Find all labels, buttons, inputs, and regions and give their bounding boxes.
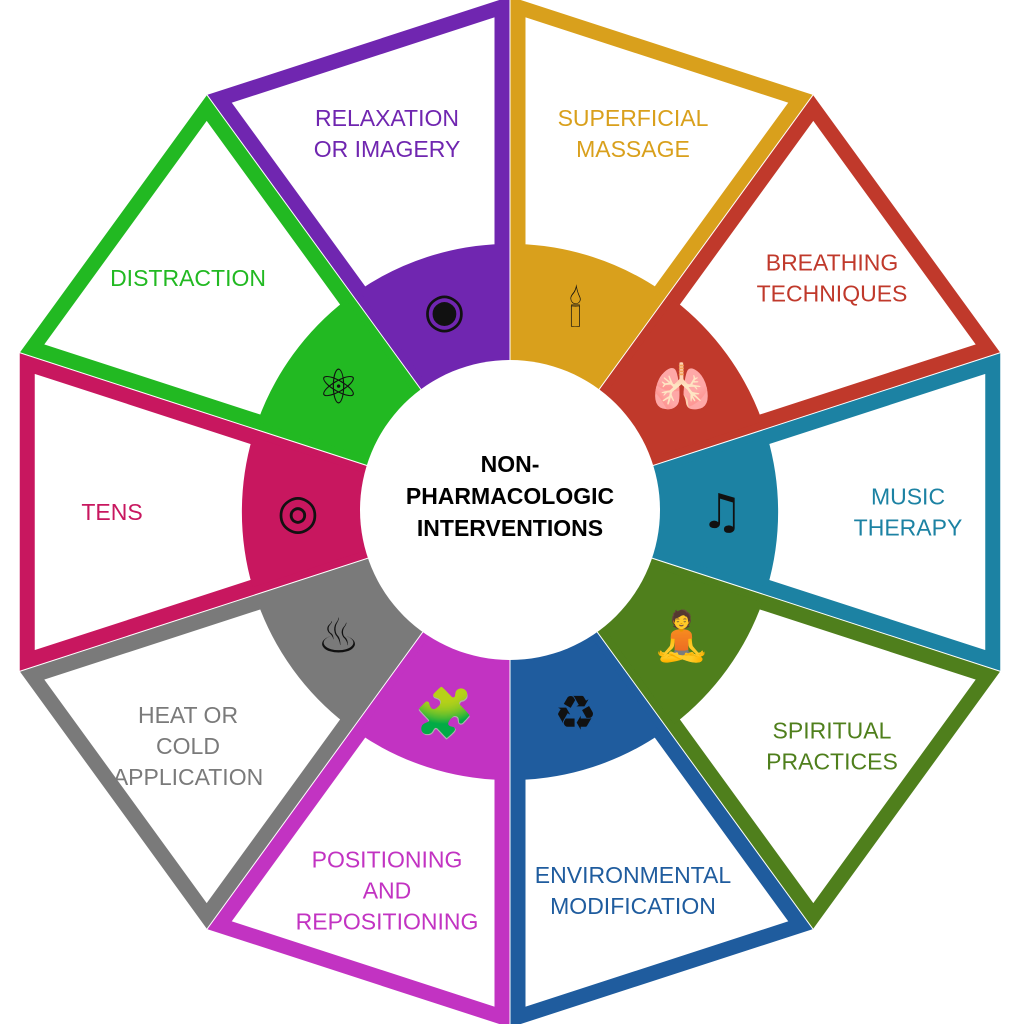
segment-label-line: TENS <box>81 499 142 525</box>
center-title-line-2: PHARMACOLOGIC <box>406 483 614 509</box>
segment-label-line: HEAT OR <box>138 702 238 728</box>
segment-ring <box>655 436 779 588</box>
segment-ring <box>518 244 662 386</box>
segment-label-line: TECHNIQUES <box>757 281 908 307</box>
segment-positioning-and-repositioning: 🧩 POSITIONING AND REPOSITIONING <box>207 629 510 1024</box>
segment-label-line: OR IMAGERY <box>314 136 461 162</box>
heated-basin-icon: ♨ <box>317 609 360 665</box>
segment-label-line: MASSAGE <box>576 136 690 162</box>
music-disc-icon: ♫ <box>700 484 743 540</box>
segment-breathing-techniques: 🫁 BREATHING TECHNIQUES <box>595 95 1000 467</box>
segment-ring <box>241 436 365 588</box>
segment-label-line: SPIRITUAL <box>773 717 892 743</box>
segment-label-line: MODIFICATION <box>550 893 716 919</box>
water-drop-ripple-icon: ◉ <box>424 282 466 338</box>
segment-label-line: SUPERFICIAL <box>558 105 709 131</box>
leaves-cycle-icon: ♻ <box>554 686 597 742</box>
segment-label-line: POSITIONING <box>312 847 463 873</box>
segment-label-line: DISTRACTION <box>110 265 266 291</box>
center-title-line-3: INTERVENTIONS <box>417 515 603 541</box>
segment-spiritual-practices: 🧘 SPIRITUAL PRACTICES <box>595 557 1000 929</box>
segment-ring <box>604 299 763 459</box>
segment-label-line: BREATHING <box>766 250 898 276</box>
segment-music-therapy: ♫ MUSIC THERAPY <box>647 353 1001 671</box>
segment-heat-or-cold-application: ♨ HEAT OR COLD APPLICATION <box>20 557 425 929</box>
segment-ring <box>257 565 416 725</box>
segment-ring <box>518 638 662 780</box>
segment-label-line: PRACTICES <box>766 748 898 774</box>
segment-superficial-massage: 🕯 SUPERFICIAL MASSAGE <box>510 0 813 395</box>
segment-distraction: ⚛ DISTRACTION <box>20 95 425 467</box>
head-signal-icon: ◎ <box>277 484 319 540</box>
segment-label-line: COLD <box>156 733 220 759</box>
puzzle-head-icon: 🧩 <box>415 686 475 742</box>
segment-label-line: AND <box>363 878 412 904</box>
segment-ring <box>257 299 416 459</box>
segment-ring <box>358 244 502 386</box>
center-title-line-1: NON- <box>481 451 540 477</box>
segment-label-line: REPOSITIONING <box>296 909 479 935</box>
candle-flower-icon: 🕯 <box>569 282 583 338</box>
segment-tens: ◎ TENS <box>19 353 373 671</box>
segment-label-line: APPLICATION <box>113 764 263 790</box>
atom-head-icon: ⚛ <box>317 359 360 415</box>
segment-label-line: RELAXATION <box>315 105 459 131</box>
segment-environmental-modification: ♻ ENVIRONMENTAL MODIFICATION <box>510 629 813 1024</box>
lungs-icon: 🫁 <box>652 359 712 415</box>
segment-relaxation-or-imagery: ◉ RELAXATION OR IMAGERY <box>207 0 510 395</box>
segment-label-line: THERAPY <box>854 515 963 541</box>
meditation-icon: 🧘 <box>652 609 712 665</box>
segment-ring <box>358 638 502 780</box>
segment-label-line: MUSIC <box>871 484 945 510</box>
center-circle <box>360 360 660 660</box>
segment-label-line: ENVIRONMENTAL <box>535 862 732 888</box>
segment-ring <box>604 565 763 725</box>
